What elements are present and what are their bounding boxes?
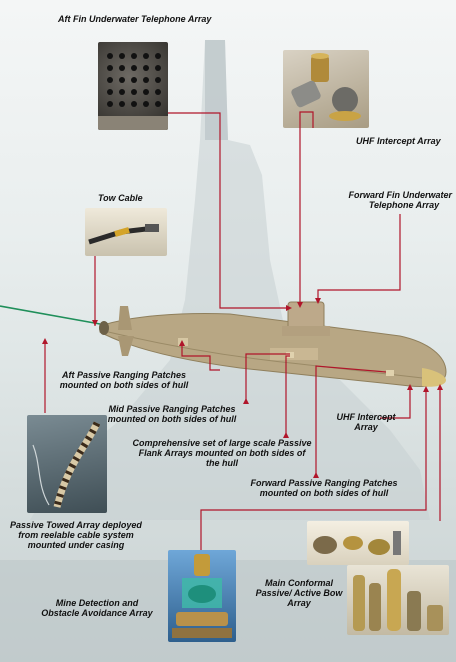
tow-cable-drawing (88, 224, 159, 245)
arrowheads (42, 298, 443, 478)
label-mid-passive: Mid Passive Ranging Patches mounted on b… (97, 404, 247, 424)
bow-array-photo-bottom (347, 565, 449, 635)
label-flank-line1: Comprehensive set of large scale Passive (132, 438, 312, 448)
towed-array-drawing (32, 421, 101, 508)
label-flank-line3: the hull (206, 458, 238, 468)
label-mid-passive-line1: Mid Passive Ranging Patches (108, 404, 236, 414)
submarine (99, 301, 447, 387)
label-bow-line2: Passive/ Active Bow (255, 588, 343, 598)
label-flank-line2: Flank Arrays mounted on both sides of (138, 448, 306, 458)
bow-components-bottom (353, 569, 443, 631)
label-aft-fin-array: Aft Fin Underwater Telephone Array (58, 14, 212, 24)
label-bow-line1: Main Conformal (264, 578, 333, 588)
label-bow-array: Main Conformal Passive/ Active Bow Array (246, 578, 352, 608)
label-forward-fin-array-line2: Telephone Array (368, 200, 440, 210)
forward-patch (386, 370, 394, 376)
tow-line (0, 305, 101, 325)
label-forward-fin-array-line1: Forward Fin Underwater (348, 190, 452, 200)
uhf-intercept-array-photo (283, 50, 369, 128)
label-towed-line1: Passive Towed Array deployed (10, 520, 142, 530)
label-mine-detection: Mine Detection and Obstacle Avoidance Ar… (32, 598, 162, 618)
label-mine-line1: Mine Detection and (55, 598, 139, 608)
label-forward-passive: Forward Passive Ranging Patches mounted … (240, 478, 408, 498)
mine-detection-photo (168, 550, 236, 642)
uhf-components (291, 53, 361, 121)
label-flank-arrays: Comprehensive set of large scale Passive… (127, 438, 317, 468)
rudder-top (118, 306, 132, 330)
label-forward-fin-array: Forward Fin Underwater Telephone Array (326, 190, 452, 210)
bow-components-top (313, 531, 401, 555)
label-uhf-intercept-top: UHF Intercept Array (356, 136, 441, 146)
aft-fin-array-photo (98, 42, 168, 130)
towed-array-photo (27, 415, 107, 513)
mine-detection-drawing (172, 554, 232, 638)
label-uhf-mid-line2: Array (354, 422, 378, 432)
propulsor (99, 321, 109, 335)
transducer-dots (98, 53, 168, 130)
label-aft-passive: Aft Passive Ranging Patches mounted on b… (44, 370, 204, 390)
mid-patch (286, 352, 294, 358)
leader-lines (44, 111, 441, 550)
bow-array-photo-top (307, 521, 409, 565)
label-forward-passive-line2: mounted on both sides of hull (259, 488, 389, 498)
tow-cable-photo (85, 208, 167, 256)
label-bow-line3: Array (287, 598, 311, 608)
label-mine-line2: Obstacle Avoidance Array (41, 608, 153, 618)
label-aft-passive-line1: Aft Passive Ranging Patches (61, 370, 187, 380)
label-towed-array: Passive Towed Array deployed from reelab… (2, 520, 150, 550)
label-uhf-mid-line1: UHF Intercept (336, 412, 396, 422)
label-towed-line3: mounted under casing (27, 540, 125, 550)
bow-dome (422, 368, 446, 387)
label-mid-passive-line2: mounted on both sides of hull (107, 414, 237, 424)
label-tow-cable: Tow Cable (98, 193, 143, 203)
label-towed-line2: from reelable cable system (18, 530, 134, 540)
label-forward-passive-line1: Forward Passive Ranging Patches (250, 478, 398, 488)
label-aft-passive-line2: mounted on both sides of hull (59, 380, 189, 390)
rudder-bottom (118, 336, 134, 356)
label-uhf-intercept-mid: UHF Intercept Array (326, 412, 406, 432)
